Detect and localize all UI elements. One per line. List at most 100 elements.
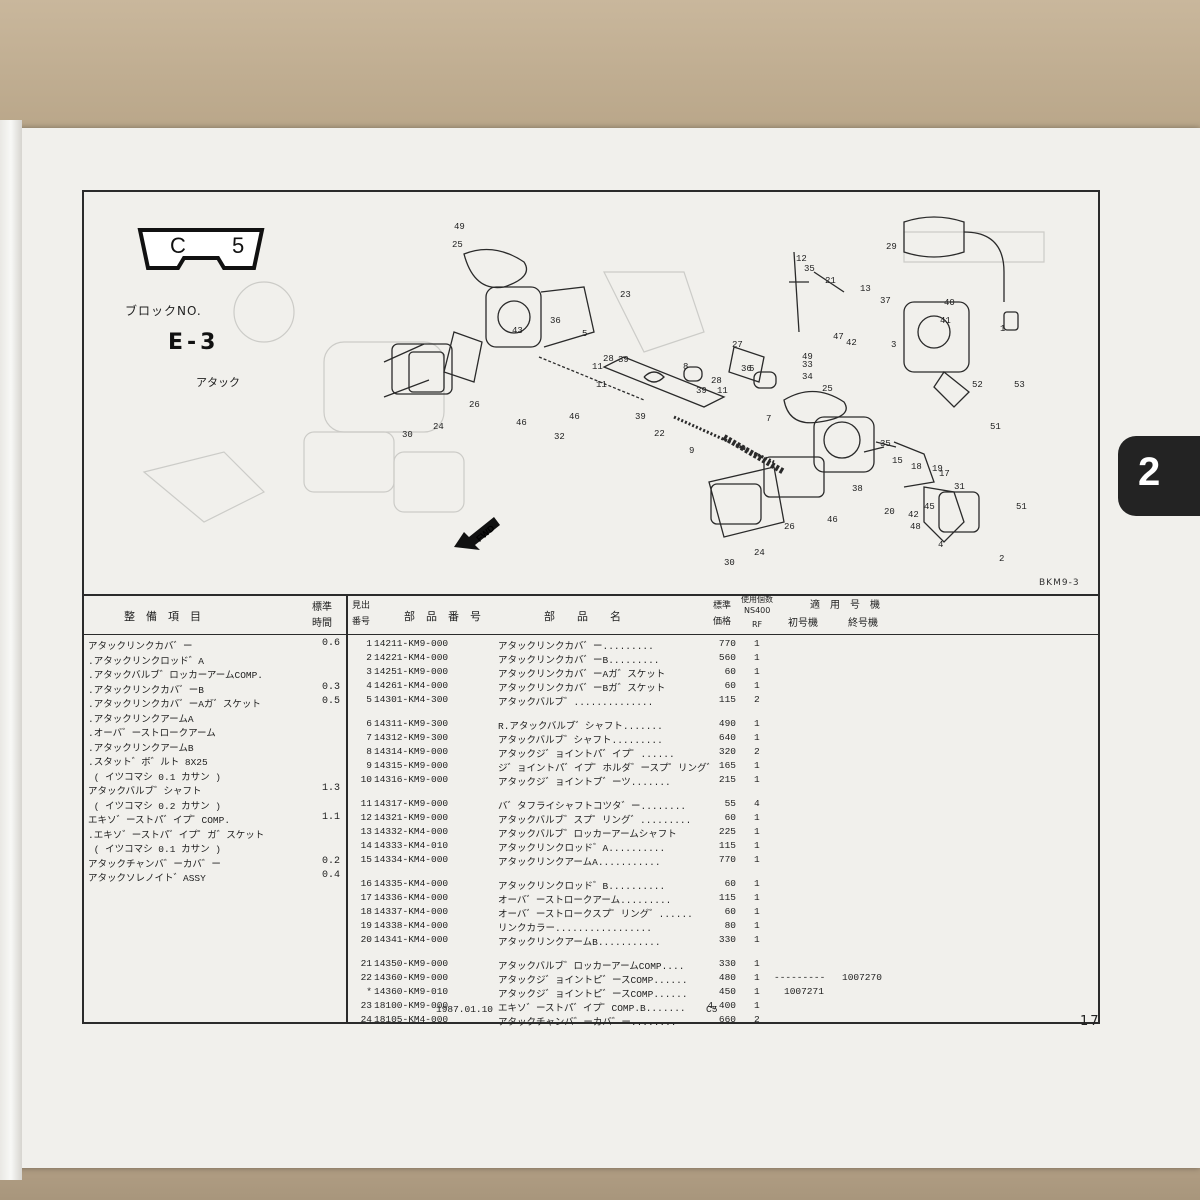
callout-label: 46 bbox=[569, 412, 580, 422]
part-price: 165 bbox=[718, 760, 736, 771]
callout-label: 30 bbox=[724, 558, 735, 568]
part-name: アタックバルブ゛スプ゜リング゛......... bbox=[498, 815, 692, 826]
part-ref: 10 bbox=[360, 774, 372, 785]
callout-label: 11 bbox=[717, 386, 728, 396]
service-item-text: .スタット゛ボ゛ルト 8X25 bbox=[88, 757, 208, 768]
callout-label: 26 bbox=[784, 522, 795, 532]
part-qty: 1 bbox=[754, 812, 760, 823]
part-name: アタックリンクロッド゛B.......... bbox=[498, 881, 666, 892]
service-item-time: 0.4 bbox=[321, 870, 340, 881]
callout-label: 46 bbox=[516, 418, 527, 428]
service-item-time: 0.3 bbox=[321, 682, 340, 693]
header-item: 整 備 項 目 bbox=[124, 610, 201, 623]
part-number: 14335-KM4-000 bbox=[374, 878, 449, 889]
callout-label: 25 bbox=[452, 240, 463, 250]
part-price: 480 bbox=[718, 972, 736, 983]
callout-label: 31 bbox=[954, 482, 965, 492]
part-price: 4,400 bbox=[707, 1000, 736, 1011]
part-number: 14360-KM9-000 bbox=[374, 972, 449, 983]
part-qty: 1 bbox=[754, 920, 760, 931]
part-name: アタックバルブ゛.............. bbox=[498, 697, 654, 708]
block-badge bbox=[137, 228, 265, 270]
callout-label: 25 bbox=[822, 384, 833, 394]
part-name: エキソ゛ーストパ゛イプ゜COMP.B....... bbox=[498, 1003, 686, 1014]
callout-label: 15 bbox=[892, 456, 903, 466]
part-ref: * bbox=[366, 986, 372, 997]
part-qty: 1 bbox=[754, 652, 760, 663]
callout-label: 22 bbox=[654, 429, 665, 439]
part-price: 330 bbox=[718, 934, 736, 945]
part-number: 14251-KM9-000 bbox=[374, 666, 449, 677]
callout-label: 45 bbox=[924, 502, 935, 512]
callout-label: 18 bbox=[911, 462, 922, 472]
part-ref: 23 bbox=[360, 1000, 372, 1011]
footer-date: 1987.01.10 bbox=[436, 1004, 494, 1015]
part-qty: 1 bbox=[754, 638, 760, 649]
part-qty: 1 bbox=[754, 1000, 760, 1011]
part-name: オーバ゛ーストロークアーム......... bbox=[498, 895, 672, 906]
part-number: 14312-KM9-300 bbox=[374, 732, 449, 743]
part-qty: 1 bbox=[754, 774, 760, 785]
part-name: アタックリンクカバ゛ーBガ゛スケット bbox=[498, 683, 666, 694]
manual-page bbox=[14, 128, 1200, 1168]
part-ref: 13 bbox=[360, 826, 372, 837]
background-top bbox=[0, 0, 1200, 140]
part-first-serial: --------- bbox=[774, 972, 826, 983]
part-name: オーバ゛ーストロークスプ゜リング゛...... bbox=[498, 909, 693, 920]
part-qty: 1 bbox=[754, 878, 760, 889]
part-ref: 18 bbox=[360, 906, 372, 917]
service-item-time: 0.2 bbox=[321, 856, 340, 867]
part-name: アタックバルブ゛ロッカーアームシャフト bbox=[498, 829, 677, 840]
callout-label: 29 bbox=[886, 242, 897, 252]
part-name: アタックリンクカバ゛ー......... bbox=[498, 641, 654, 652]
part-price: 490 bbox=[718, 718, 736, 729]
header-part-no: 部 品 番 号 bbox=[404, 610, 481, 623]
part-name: アタックリンクロッド゛A.......... bbox=[498, 843, 666, 854]
part-ref: 14 bbox=[360, 840, 372, 851]
part-number: 14311-KM9-300 bbox=[374, 718, 449, 729]
callout-label: 4 bbox=[938, 540, 944, 550]
header-first: 初号機 bbox=[788, 618, 818, 629]
part-price: 660 bbox=[718, 1014, 736, 1025]
part-qty: 1 bbox=[754, 892, 760, 903]
service-item-time: 1.1 bbox=[321, 812, 340, 823]
part-price: 115 bbox=[718, 840, 736, 851]
part-name: リンクカラー................. bbox=[498, 923, 652, 934]
service-item-text: .オーバ゛ーストロークアーム bbox=[88, 728, 216, 739]
part-name: アタックジ゛ョイントピ゛ースCOMP...... bbox=[498, 975, 688, 986]
part-qty: 2 bbox=[754, 1014, 760, 1025]
header-std-time: 標準 bbox=[312, 602, 332, 613]
part-ref: 4 bbox=[366, 680, 372, 691]
service-item-text: アタックリンクカバ゛ー bbox=[88, 641, 193, 652]
part-qty: 1 bbox=[754, 906, 760, 917]
part-qty: 1 bbox=[754, 718, 760, 729]
part-name: アタックリンクアームB........... bbox=[498, 937, 661, 948]
callout-label: 39 bbox=[618, 355, 629, 365]
part-number: 18100-KM9-000 bbox=[374, 1000, 449, 1011]
callout-label: 39 bbox=[635, 412, 646, 422]
callout-label: 40 bbox=[944, 298, 955, 308]
part-qty: 1 bbox=[754, 760, 760, 771]
part-number: 14338-KM4-000 bbox=[374, 920, 449, 931]
part-ref: 11 bbox=[360, 798, 372, 809]
part-number: 14333-KM4-010 bbox=[374, 840, 449, 851]
part-price: 115 bbox=[718, 892, 736, 903]
part-name: アタックジ゛ョイントパ゛イプ゜...... bbox=[498, 749, 675, 760]
callout-label: 8 bbox=[683, 362, 689, 372]
header-applicable: 適 用 号 機 bbox=[810, 600, 880, 611]
service-item-time: 0.6 bbox=[321, 638, 340, 649]
part-number: 14221-KM4-000 bbox=[374, 652, 449, 663]
part-last-serial: 1007270 bbox=[842, 972, 882, 983]
part-ref: 24 bbox=[360, 1014, 372, 1025]
part-qty: 1 bbox=[754, 840, 760, 851]
part-name: アタックリンクカバ゛ーAガ゛スケット bbox=[498, 669, 666, 680]
part-price: 60 bbox=[724, 878, 736, 889]
part-price: 330 bbox=[718, 958, 736, 969]
part-qty: 1 bbox=[754, 826, 760, 837]
part-ref: 19 bbox=[360, 920, 372, 931]
service-item-text: アタックチャンバ゛ーカバ゛ー bbox=[88, 859, 221, 870]
part-number: 14360-KM9-010 bbox=[374, 986, 449, 997]
